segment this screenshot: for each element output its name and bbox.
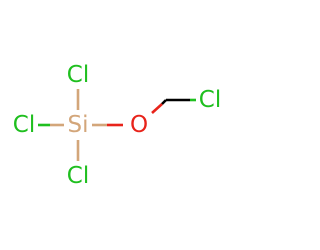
atom-cl-right: Cl	[199, 87, 221, 113]
atom-labels: Cl Cl Si Cl O Cl	[13, 62, 221, 189]
molecule-drawing: Cl Cl Si Cl O Cl	[13, 62, 221, 189]
bonds	[38, 89, 196, 161]
bond-o-c	[151, 103, 163, 114]
atom-cl-top: Cl	[67, 62, 89, 88]
atom-cl-left: Cl	[13, 112, 35, 138]
atom-cl-bottom: Cl	[67, 163, 89, 189]
atom-si: Si	[68, 112, 89, 138]
bond-c-o	[161, 99, 167, 105]
atom-o: O	[130, 112, 148, 138]
molecule-structure: Cl Cl Si Cl O Cl	[12, 62, 222, 189]
